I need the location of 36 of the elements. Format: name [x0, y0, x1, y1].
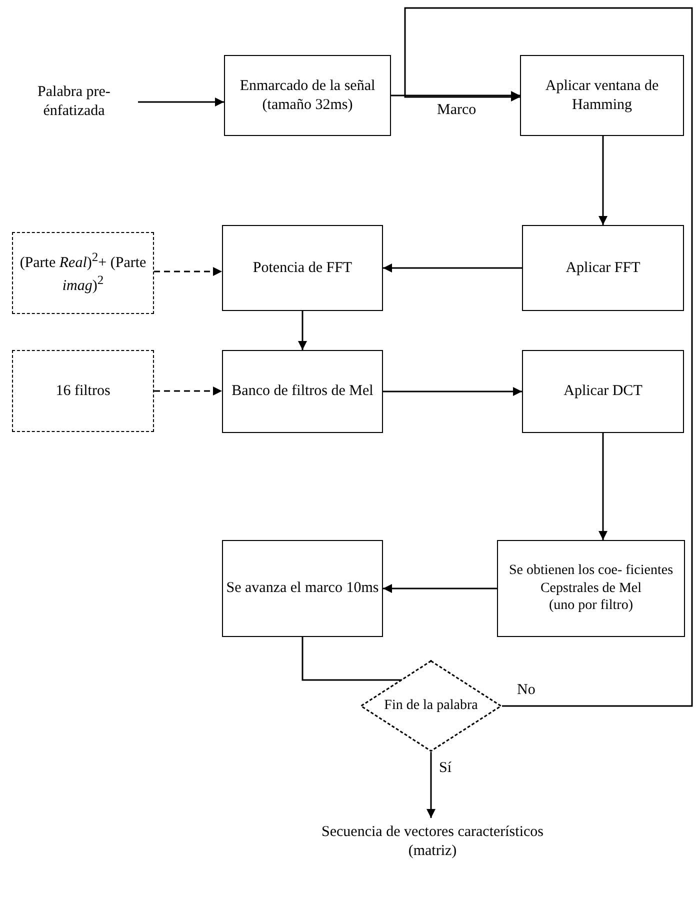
process-box — [12, 350, 154, 432]
node-text: Aplicar DCT — [564, 382, 642, 401]
node-text: Fin de la palabra — [384, 697, 478, 715]
node-text: (Parte Real)$^{2}$+ (Parte imag)$^{2}$ — [18, 250, 148, 296]
arrow — [404, 7, 693, 707]
node-text: Secuencia de vectores característicos (matriz) — [320, 823, 544, 861]
process-box — [222, 350, 383, 433]
node-text: Palabra pre-énfatizada — [36, 83, 112, 121]
process-box — [522, 350, 684, 433]
arrow — [383, 387, 522, 396]
arrow — [598, 433, 608, 540]
arrow — [426, 752, 436, 818]
process-box — [522, 225, 684, 311]
process-box — [497, 540, 685, 637]
node-text: (uno por filtro) — [549, 597, 633, 615]
process-box — [222, 540, 383, 637]
node-text: Se obtienen los coe- ficientes Cepstrales de Mel — [508, 562, 674, 598]
process-box — [520, 55, 684, 136]
arrow — [383, 584, 497, 593]
node-text: Banco de filtros de Mel — [232, 382, 374, 401]
process-box — [222, 225, 383, 311]
process-box — [12, 232, 154, 314]
node-text: Aplicar FFT — [566, 258, 640, 278]
arrow — [298, 311, 307, 350]
node-text: 16 filtros — [56, 382, 110, 400]
arrow — [154, 267, 222, 276]
decision-diamond — [360, 660, 502, 752]
node-text: Se avanza el marco 10ms — [226, 579, 379, 598]
node-text: Aplicar ventana de Hamming — [544, 76, 660, 114]
arrow — [154, 386, 222, 396]
node-text: Potencia de FFT — [252, 258, 352, 278]
process-box — [224, 55, 391, 136]
arrow — [598, 136, 608, 225]
arrow — [383, 264, 522, 272]
node-text: Enmarcado de la señal (tamaño 32ms) — [238, 76, 376, 114]
arrow — [138, 98, 224, 106]
